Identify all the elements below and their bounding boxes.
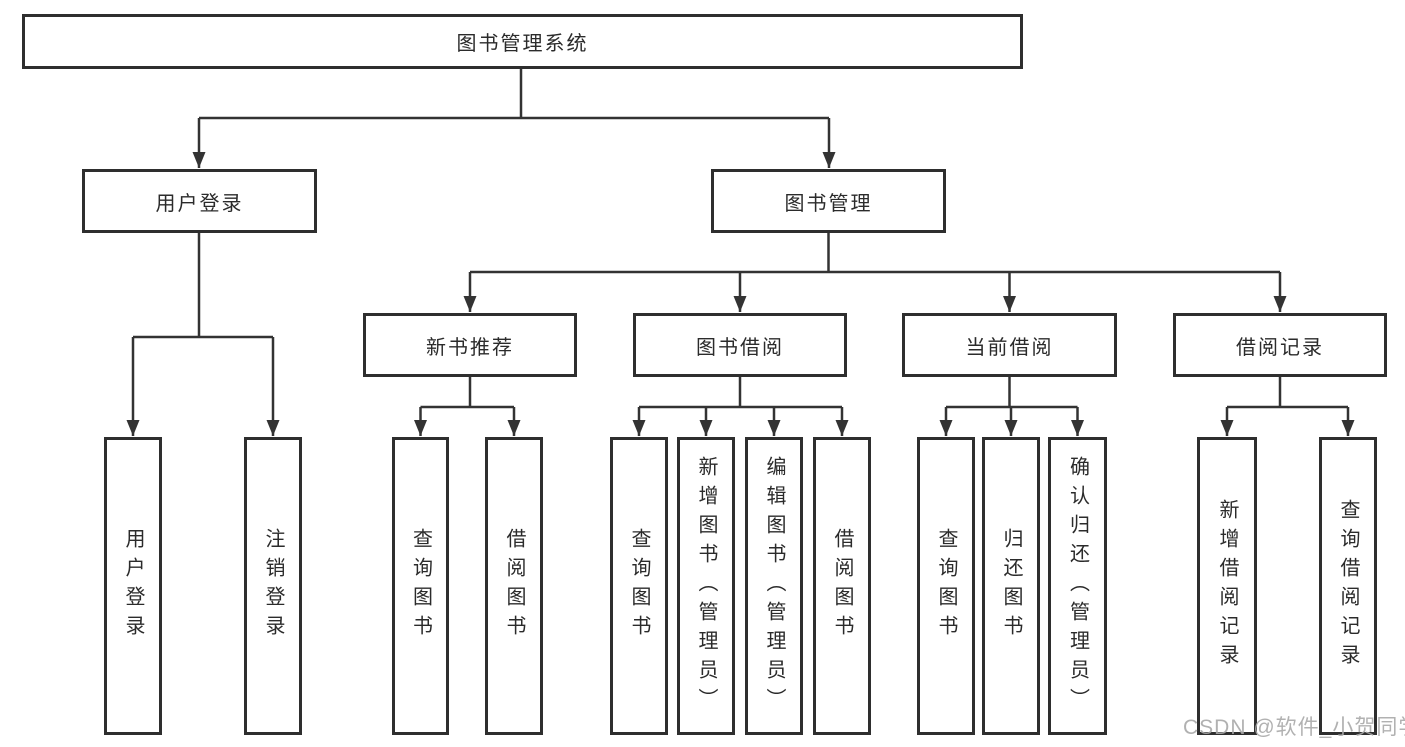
node-label: 新书推荐 [426,336,514,359]
leaf-label: 查询图书 [935,528,957,644]
leaf-label: 编辑图书（管理员） [763,455,785,717]
node-book-borrowing: 图书借阅 [633,313,847,377]
leaf-label: 确认归还（管理员） [1066,455,1089,717]
leaf-label: 借阅图书 [831,528,853,644]
leaf-confirm-return-admin: 确认归还（管理员） [1048,437,1107,735]
leaf-query-books-borrow: 查询图书 [610,437,668,735]
node-borrowing-records: 借阅记录 [1173,313,1387,377]
node-label: 图书借阅 [696,336,784,359]
leaf-user-login: 用户登录 [104,437,162,735]
node-label: 当前借阅 [965,336,1054,359]
node-label: 借阅记录 [1236,336,1324,359]
leaf-borrow-books: 借阅图书 [813,437,871,735]
leaf-label: 查询图书 [628,528,650,644]
node-user-login: 用户登录 [82,169,317,233]
node-label: 图书管理 [784,192,873,215]
leaf-return-books: 归还图书 [982,437,1040,735]
leaf-label: 新增图书（管理员） [695,455,717,717]
watermark: CSDN @软件_小贺同学 [1183,716,1405,739]
node-library-management-system: 图书管理系统 [22,14,1023,69]
leaf-label: 查询借阅记录 [1337,499,1359,673]
leaf-query-books-current: 查询图书 [917,437,975,735]
node-new-book-recommendation: 新书推荐 [363,313,577,377]
leaf-edit-books-admin: 编辑图书（管理员） [745,437,803,735]
leaf-label: 借阅图书 [503,528,525,644]
leaf-add-books-admin: 新增图书（管理员） [677,437,735,735]
leaf-label: 查询图书 [409,528,432,644]
node-label: 用户登录 [155,192,244,215]
node-book-management: 图书管理 [711,169,946,233]
node-label: 图书管理系统 [456,33,589,55]
leaf-borrow-books-recommend: 借阅图书 [485,437,543,735]
leaf-query-books-recommend: 查询图书 [392,437,449,735]
leaf-label: 用户登录 [122,528,144,644]
leaf-label: 注销登录 [262,528,284,644]
leaf-label: 归还图书 [1000,528,1022,644]
leaf-query-borrow-record: 查询借阅记录 [1319,437,1377,735]
leaf-logout: 注销登录 [244,437,302,735]
leaf-add-borrow-record: 新增借阅记录 [1197,437,1257,735]
leaf-label: 新增借阅记录 [1216,499,1238,673]
node-current-borrowing: 当前借阅 [902,313,1117,377]
